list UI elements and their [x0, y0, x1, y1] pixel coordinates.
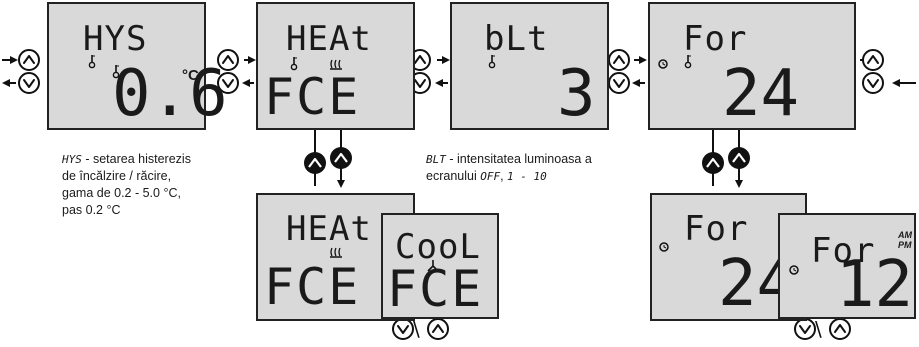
up-button-icon — [330, 147, 352, 169]
down-button-icon — [862, 72, 884, 94]
vertical-buttons — [304, 147, 750, 174]
up-button-icon — [217, 49, 239, 71]
button-separator: \ — [815, 317, 822, 341]
up-button-icon — [702, 152, 724, 174]
lcd-top-text: bLt — [484, 19, 548, 59]
lcd-top-text: For — [811, 231, 875, 271]
up-button-icon — [18, 49, 40, 71]
down-button-icon — [18, 72, 40, 94]
down-button-icon — [608, 72, 630, 94]
lcd-top-text: HEAt — [286, 19, 372, 59]
button-chevrons — [23, 55, 879, 334]
up-button-icon — [427, 318, 449, 340]
pm-label: PM — [898, 240, 912, 250]
lcd-top-text: HEAt — [286, 209, 372, 249]
lcd-panel-hys: HYS 0.6 °C — [47, 2, 228, 131]
lcd-value: 0.6 — [112, 57, 228, 131]
up-button-icon — [608, 49, 630, 71]
lcd-top-text: For — [683, 19, 747, 59]
lcd-panel-for-12: For AM PM 12 — [778, 213, 916, 322]
lcd-value: FCE — [264, 68, 360, 126]
lcd-panel-for: For 24 — [648, 2, 856, 131]
lcd-value: 3 — [557, 57, 596, 131]
lcd-value: 12 — [836, 248, 913, 322]
lcd-panel-cool: CooL FCE — [381, 213, 499, 319]
blt-code: BLT — [426, 153, 446, 166]
lcd-value: FCE — [264, 258, 360, 316]
down-button-icon — [217, 72, 239, 94]
down-button-icon — [392, 318, 414, 340]
hys-description: HYS - setarea histerezis de încălzire / … — [62, 152, 191, 217]
button-separator: \ — [413, 317, 420, 341]
lcd-top-text: HYS — [83, 19, 147, 59]
am-label: AM — [897, 230, 912, 240]
up-button-icon — [304, 152, 326, 174]
lcd-panel-heat: HEAt FCE — [256, 2, 415, 130]
lcd-top-text: For — [684, 209, 748, 249]
up-button-icon — [862, 49, 884, 71]
unit-label: °C — [182, 67, 199, 84]
lcd-panel-blt: bLt 3 — [450, 2, 609, 131]
lcd-value: 24 — [722, 57, 799, 131]
lcd-top-text: CooL — [395, 227, 481, 267]
lcd-value: FCE — [387, 260, 483, 318]
hys-code: HYS — [62, 153, 82, 166]
up-button-icon — [829, 318, 851, 340]
down-button-icon — [794, 318, 816, 340]
up-button-icon — [728, 147, 750, 169]
blt-description: BLT - intensitatea luminoasa a ecranului… — [426, 152, 592, 183]
